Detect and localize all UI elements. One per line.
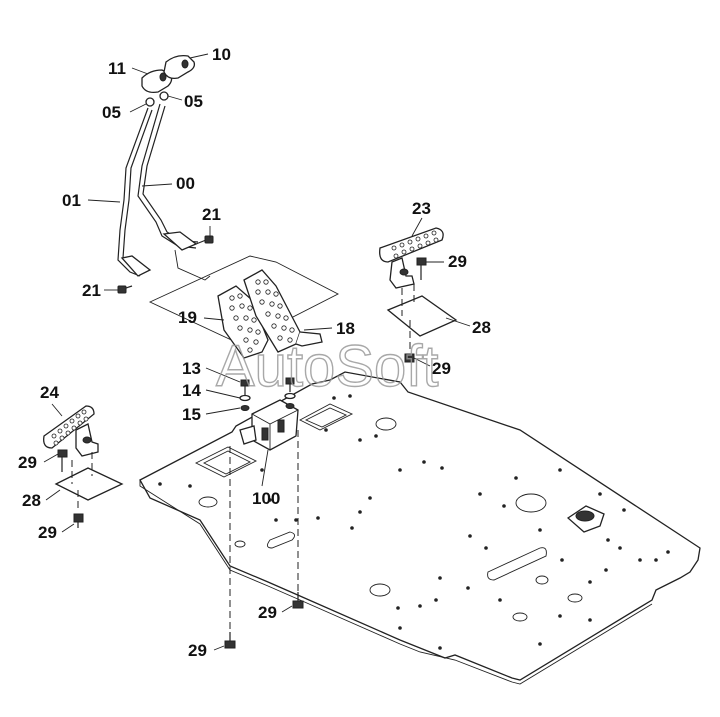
- callout-13: 13: [182, 359, 201, 378]
- bolt-29-right-top: [416, 257, 427, 280]
- callout-21b: 21: [82, 281, 101, 300]
- callout-14: 14: [182, 381, 201, 400]
- callout-28b: 28: [22, 491, 41, 510]
- callout-21a: 21: [202, 205, 221, 224]
- callout-23: 23: [412, 199, 431, 218]
- washer-15: [240, 403, 295, 411]
- callout-10: 10: [212, 45, 231, 64]
- leader-lines: [43, 53, 471, 651]
- callout-29e: 29: [258, 603, 277, 622]
- callout-100: 100: [252, 489, 280, 508]
- lever-knobs: [141, 54, 196, 107]
- callout-29c: 29: [18, 453, 37, 472]
- bolt-29-left-bottom: [73, 490, 84, 528]
- right-pedal-23: [379, 227, 444, 289]
- callout-01: 01: [62, 191, 81, 210]
- callout-15: 15: [182, 405, 201, 424]
- plate-mounting-holes: [158, 394, 670, 650]
- callout-19: 19: [178, 308, 197, 327]
- watermark: AutoSoft: [216, 334, 438, 399]
- callout-29a: 29: [448, 252, 467, 271]
- floor-boss: [566, 505, 605, 533]
- part-callouts: 10 11 05 05 00 01 21 21 23 29 28 19 18 2…: [18, 45, 491, 660]
- callout-18: 18: [336, 319, 355, 338]
- bolt-29-bottom-b: [292, 592, 304, 609]
- floor-plate: [139, 371, 701, 685]
- pedal-valve-100: [239, 399, 299, 451]
- travel-pedal-19: [217, 285, 269, 359]
- callout-28a: 28: [472, 318, 491, 337]
- callout-29f: 29: [188, 641, 207, 660]
- control-lever-pair: [117, 103, 199, 277]
- callout-24: 24: [40, 383, 59, 402]
- callout-05a: 05: [102, 103, 121, 122]
- bolt-29-bottom-a: [224, 632, 236, 649]
- bolt-21-upper: [195, 235, 214, 245]
- callout-05b: 05: [184, 92, 203, 111]
- bolt-29-left-top: [57, 449, 68, 472]
- callout-29d: 29: [38, 523, 57, 542]
- callout-11: 11: [108, 59, 126, 78]
- left-pedal-24: [43, 405, 99, 457]
- bolt-13: [240, 377, 295, 396]
- right-pedal-plate-28: [386, 284, 458, 337]
- pedal-bracket-outline: [148, 255, 339, 345]
- left-pedal-plate-28: [54, 452, 124, 501]
- callout-29b: 29: [432, 359, 451, 378]
- callout-00: 00: [176, 174, 195, 193]
- travel-pedal-18: [243, 269, 323, 353]
- bolt-21-lower: [117, 285, 133, 294]
